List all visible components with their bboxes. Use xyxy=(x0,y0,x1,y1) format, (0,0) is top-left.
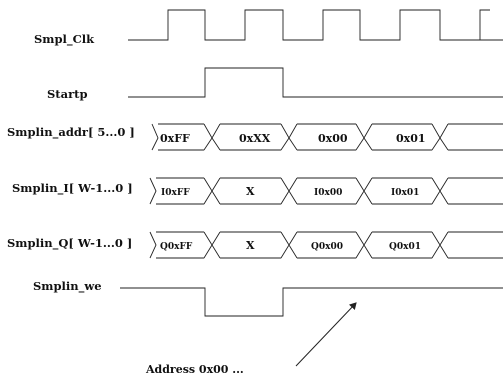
i-value-3: I0x01 xyxy=(391,188,419,198)
signal-label-smplin-we: Smplin_we xyxy=(33,279,102,294)
startp-waveform xyxy=(128,67,503,98)
i-value-1: X xyxy=(246,185,255,198)
signal-label-smpl-clk: Smpl_Clk xyxy=(34,32,95,47)
addr-value-0: 0xFF xyxy=(160,132,190,145)
signal-label-smplin-q: Smplin_Q[ W-1...0 ] xyxy=(7,236,132,251)
q-value-2: Q0x00 xyxy=(311,242,343,252)
signal-label-smplin-addr: Smplin_addr[ 5...0 ] xyxy=(7,125,135,140)
addr-bus-waveform xyxy=(151,123,503,151)
i-bus-waveform xyxy=(149,177,503,205)
addr-value-3: 0x01 xyxy=(396,132,426,145)
annotation-arrow xyxy=(295,302,357,367)
we-waveform xyxy=(120,287,503,317)
i-value-2: I0x00 xyxy=(314,188,342,198)
q-value-1: X xyxy=(246,239,255,252)
addr-value-2: 0x00 xyxy=(318,132,348,145)
signal-label-startp: Startp xyxy=(47,87,87,101)
q-bus-waveform xyxy=(149,231,503,259)
clk-waveform xyxy=(128,9,503,41)
addr-value-1: 0xXX xyxy=(239,132,271,145)
i-value-0: I0xFF xyxy=(161,188,190,198)
q-value-3: Q0x01 xyxy=(389,242,421,252)
annotation-text: Address 0x00 ... xyxy=(145,363,244,376)
q-value-0: Q0xFF xyxy=(160,242,193,252)
signal-label-smplin-i: Smplin_I[ W-1...0 ] xyxy=(12,181,133,196)
